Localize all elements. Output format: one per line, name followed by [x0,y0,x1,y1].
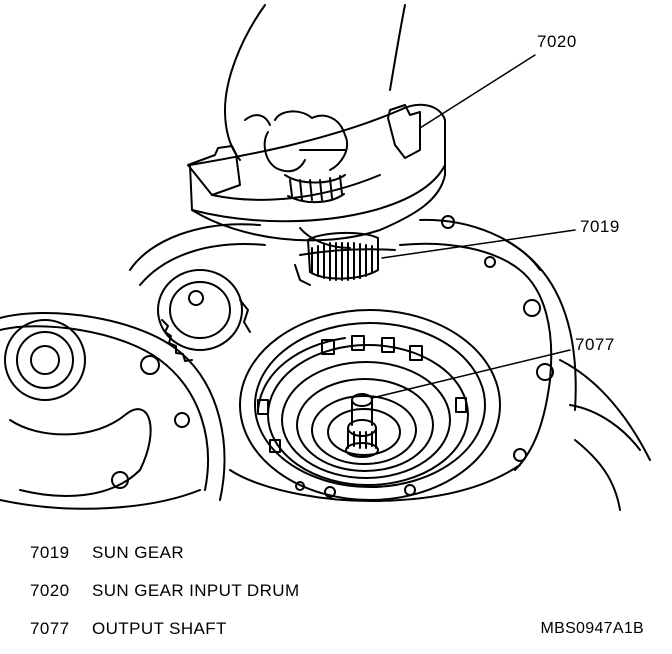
sun-gear [294,231,379,286]
callout-7077: 7077 [575,335,615,354]
legend-name: SUN GEAR INPUT DRUM [92,581,300,600]
legend-item-7019: 7019 SUN GEAR [30,540,300,578]
legend-item-7020: 7020 SUN GEAR INPUT DRUM [30,578,300,616]
legend-item-7077: 7077 OUTPUT SHAFT [30,616,300,654]
leader-7019 [381,229,576,259]
callout-7019: 7019 [580,217,620,236]
legend-number: 7020 [30,581,70,600]
legend-name: OUTPUT SHAFT [92,619,227,638]
leader-7020 [419,54,536,129]
pinion-gear [157,269,251,362]
transmission-case [129,215,651,511]
hand [224,4,406,204]
legend-number: 7077 [30,619,70,638]
legend-name: SUN GEAR [92,543,184,562]
transmission-illustration [0,4,651,511]
figure-code: MBS0947A1B [540,620,644,637]
left-gear-assembly [0,312,226,510]
leader-lines [371,54,576,399]
leader-7077 [371,349,571,399]
clutch-drum-assembly [239,309,501,501]
parts-legend: 7019 SUN GEAR 7020 SUN GEAR INPUT DRUM 707… [30,540,300,654]
legend-number: 7019 [30,543,70,562]
output-shaft [345,393,379,458]
callout-7020: 7020 [537,32,577,51]
